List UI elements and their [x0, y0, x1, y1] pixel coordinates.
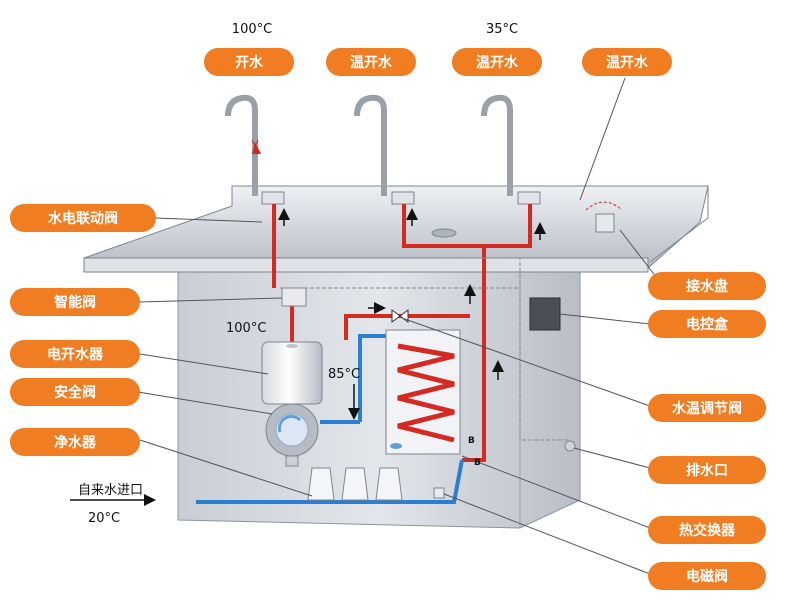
safety-valve-pill — [10, 378, 140, 406]
electric-boiler — [261, 341, 323, 467]
water-purifier-text: 净水器 — [54, 434, 97, 451]
warm-water-pill-2 — [452, 48, 542, 76]
control-box — [529, 297, 561, 331]
boiling-water-pill — [204, 48, 294, 76]
electric-boiler-pill — [10, 340, 140, 368]
warm-water-text-3: 温开水 — [606, 54, 649, 71]
annotations: 100°C 85°C 自来水进口 20°C B B — [78, 321, 481, 526]
leader-lines — [137, 77, 661, 575]
left-labels: 水电联动阀 智能阀 电开水器 安全阀 净水器 — [10, 204, 156, 456]
safety-valve-text: 安全阀 — [54, 384, 96, 401]
inlet-temp-label: 20°C — [88, 511, 120, 526]
solenoid-valve-pill — [648, 562, 766, 590]
heat-exchanger-pill — [648, 516, 766, 544]
electro-linkage-valve-pill — [10, 204, 156, 232]
temp-boiling-label: 100°C — [232, 22, 272, 37]
control-box-text: 电控盒 — [686, 316, 729, 333]
solenoid-valve — [433, 487, 445, 499]
drip-tray-pill — [648, 272, 766, 300]
drain-outlet-text: 排水口 — [686, 462, 728, 479]
water-purifier-cartridges — [307, 467, 403, 501]
warm-water-pill-3 — [582, 48, 672, 76]
warm-water-text-2: 温开水 — [476, 54, 519, 71]
drain-outlet-pill — [648, 456, 766, 484]
top-labels: 100°C 35°C 开水 温开水 温开水 温开水 — [204, 22, 672, 76]
electric-boiler-text: 电开水器 — [47, 346, 104, 363]
push-tap — [585, 201, 623, 211]
drain-outlet — [564, 440, 576, 452]
heat-exchanger-text: 热交换器 — [679, 522, 736, 539]
drip-tray-text: 接水盘 — [686, 278, 728, 295]
hot-water-pipes — [272, 204, 532, 462]
temp-regulating-valve-pill — [648, 394, 766, 422]
basin-drain — [431, 228, 457, 238]
marker-b2: B — [474, 458, 481, 468]
boiler-temp-label: 100°C — [226, 321, 266, 336]
tap-water-inlet-label: 自来水进口 — [78, 483, 143, 498]
control-wiring — [280, 257, 570, 441]
right-labels: 接水盘 电控盒 水温调节阀 排水口 热交换器 电磁阀 — [648, 272, 766, 590]
marker-b1: B — [468, 436, 475, 446]
electro-linkage-valve-text: 水电联动阀 — [48, 210, 118, 227]
sink-basin — [83, 185, 709, 273]
temp-warm-label: 35°C — [486, 22, 518, 37]
smart-valve — [281, 287, 307, 307]
warm-water-text-1: 温开水 — [350, 54, 393, 71]
temp-regulating-valve-text: 水温调节阀 — [672, 400, 742, 417]
control-box-pill — [648, 310, 766, 338]
water-purifier-pill — [10, 428, 140, 456]
heat-exchanger — [385, 329, 461, 455]
solenoid-valve-text: 电磁阀 — [686, 568, 728, 585]
boiling-water-text: 开水 — [235, 54, 264, 71]
smart-valve-pill — [10, 288, 140, 316]
smart-valve-text: 智能阀 — [53, 294, 96, 311]
flow-arrows — [70, 208, 546, 506]
warm-water-pill-1 — [326, 48, 416, 76]
exchange-temp-label: 85°C — [328, 367, 360, 382]
